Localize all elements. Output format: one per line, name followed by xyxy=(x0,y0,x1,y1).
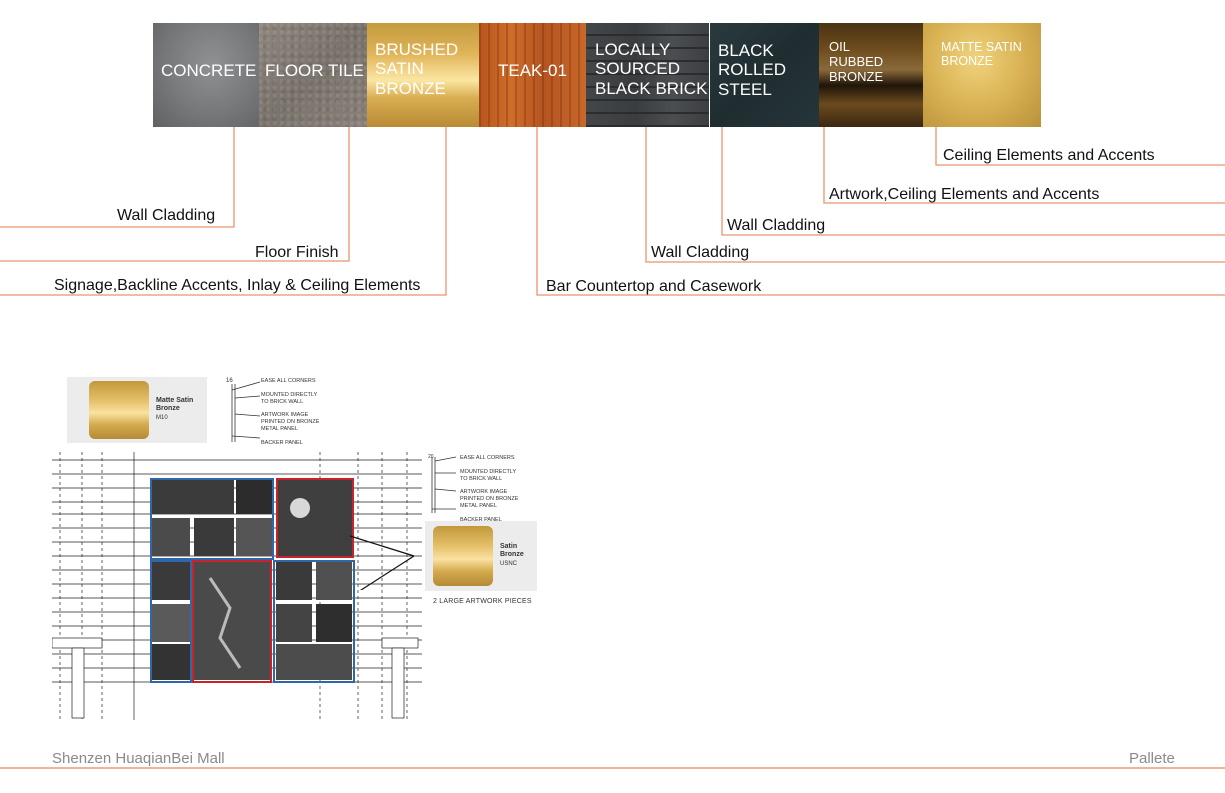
footer-rule xyxy=(0,767,1225,769)
swatch-label: MATTE SATIN BRONZE xyxy=(941,40,1022,69)
swatch-brushed-satin-bronze[interactable]: BRUSHED SATIN BRONZE xyxy=(367,23,479,127)
leader-brick xyxy=(645,127,1225,263)
swatch-matte-satin-bronze[interactable]: MATTE SATIN BRONZE xyxy=(923,23,1041,127)
photo xyxy=(316,604,352,642)
callout-steel: Wall Cladding xyxy=(727,217,826,234)
artwork-caption: 2 LARGE ARTWORK PIECES xyxy=(433,598,532,605)
section-detail-top xyxy=(231,381,261,442)
dimension-top: 16 xyxy=(226,378,233,384)
photo xyxy=(236,518,272,556)
finish-card-title: Matte Satin Bronze xyxy=(156,397,194,413)
swatch-label: LOCALLY SOURCED BLACK BRICK xyxy=(595,40,708,98)
photo xyxy=(152,604,190,642)
swatch-label: CONCRETE xyxy=(161,61,257,80)
bronze-chip xyxy=(89,381,149,439)
photo xyxy=(152,480,234,514)
photo xyxy=(152,562,190,600)
project-name: Shenzen HuaqianBei Mall xyxy=(52,750,225,767)
swatch-teak[interactable]: TEAK-01 xyxy=(479,23,586,127)
photo xyxy=(236,480,272,514)
photo xyxy=(276,644,352,680)
callout-matte-bronze: Ceiling Elements and Accents xyxy=(943,147,1155,164)
frame-blue xyxy=(150,478,274,560)
callout-oil-bronze: Artwork,Ceiling Elements and Accents xyxy=(829,186,1100,203)
notes-top: EASE ALL CORNERS MOUNTED DIRECTLY TO BRI… xyxy=(261,378,320,446)
bronze-chip xyxy=(433,526,493,586)
swatch-label: TEAK-01 xyxy=(498,61,567,80)
photo xyxy=(290,498,310,518)
finish-card-code: M10 xyxy=(156,415,168,421)
frame-blue xyxy=(150,560,192,683)
callout-arrows xyxy=(349,487,420,590)
swatch-oil-rubbed-bronze[interactable]: OIL RUBBED BRONZE xyxy=(819,23,923,127)
photo xyxy=(276,562,312,600)
swatch-label: FLOOR TILE xyxy=(265,61,364,80)
frame-red xyxy=(192,560,272,683)
photo xyxy=(276,604,312,642)
notes-side: EASE ALL CORNERS MOUNTED DIRECTLY TO BRI… xyxy=(460,455,519,523)
finish-card-title: Satin Bronze xyxy=(500,543,524,559)
callout-brick: Wall Cladding xyxy=(651,244,750,261)
swatch-label: BLACK ROLLED STEEL xyxy=(718,41,787,99)
frame-red xyxy=(276,478,354,558)
photo xyxy=(194,562,270,680)
callout-teak: Bar Countertop and Casework xyxy=(546,278,762,295)
finish-card-satin-bronze: Satin Bronze USNC xyxy=(425,521,537,591)
leader-oil-bronze xyxy=(823,127,1225,204)
leader-teak xyxy=(536,127,1225,296)
swatch-black-brick[interactable]: LOCALLY SOURCED BLACK BRICK xyxy=(586,23,709,127)
swatch-label: OIL RUBBED BRONZE xyxy=(829,39,884,84)
leader-floor-tile xyxy=(0,127,350,262)
leader-matte-bronze xyxy=(935,127,1225,166)
callout-brushed-bronze: Signage,Backline Accents, Inlay & Ceilin… xyxy=(54,277,421,294)
photo xyxy=(316,562,352,600)
swatch-label: BRUSHED SATIN BRONZE xyxy=(375,40,459,98)
finish-card-code: USNC xyxy=(500,561,518,567)
swatch-concrete[interactable]: CONCRETE xyxy=(153,23,259,127)
sheet-title: Pallete xyxy=(1129,750,1175,767)
dimension-side: 20 xyxy=(428,454,434,460)
leader-lines xyxy=(0,127,1225,296)
photo xyxy=(208,577,242,669)
photo xyxy=(152,518,190,556)
callout-concrete: Wall Cladding xyxy=(117,207,216,224)
callout-floor-tile: Floor Finish xyxy=(255,244,339,261)
leader-steel xyxy=(721,127,1225,236)
photo xyxy=(278,480,352,556)
section-detail-side xyxy=(431,456,457,513)
finish-card-matte-satin-bronze: Matte Satin Bronze M10 xyxy=(67,377,207,443)
leader-brushed-bronze xyxy=(0,127,447,296)
artwork-grid xyxy=(150,478,355,683)
photo xyxy=(194,518,234,556)
swatch-floor-tile[interactable]: FLOOR TILE xyxy=(259,23,367,127)
frame-blue xyxy=(273,560,355,683)
leader-concrete xyxy=(0,127,235,228)
swatch-black-rolled-steel[interactable]: BLACK ROLLED STEEL xyxy=(710,23,819,127)
photo xyxy=(152,644,190,680)
